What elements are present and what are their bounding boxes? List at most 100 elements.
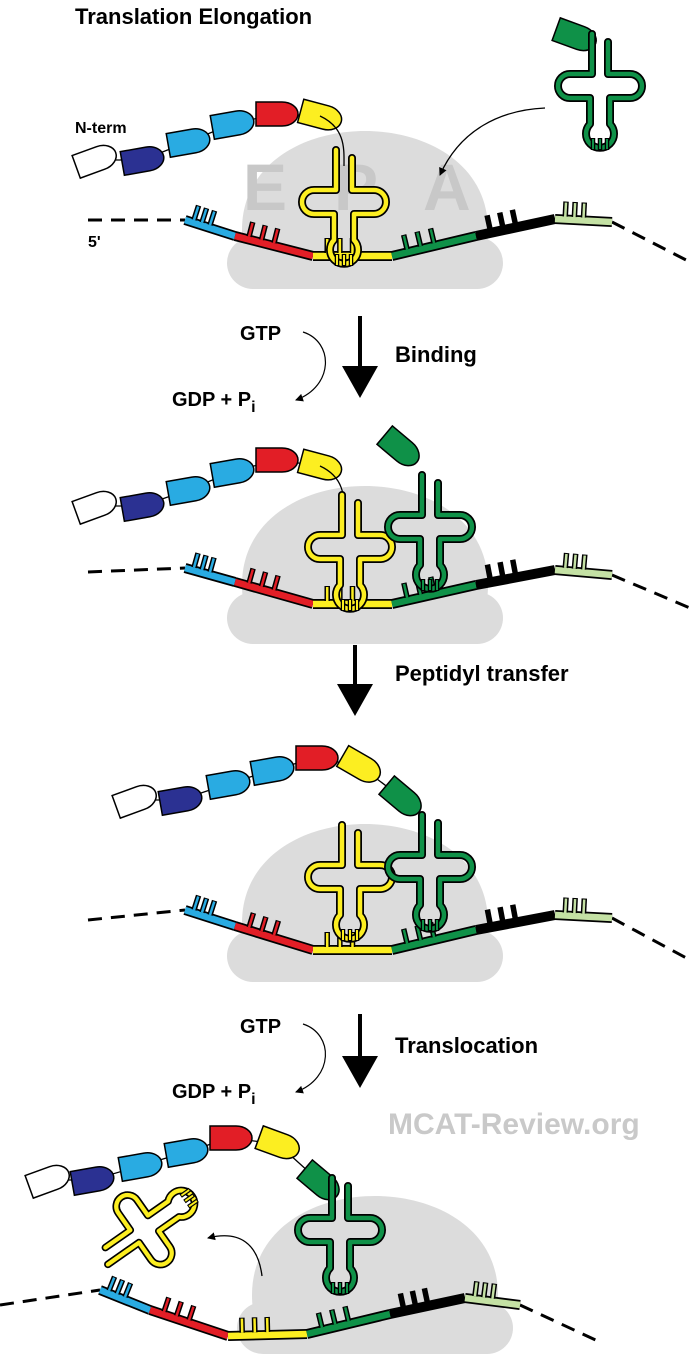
watermark: MCAT-Review.org [388, 1108, 640, 1141]
step-peptidyl-transfer: Peptidyl transfer [337, 645, 569, 716]
codon-lightgreen [554, 911, 613, 922]
codon-red [234, 232, 314, 260]
amino-acid-shape [71, 144, 117, 180]
amino-acid-shape [69, 1166, 115, 1197]
codon-green [306, 1310, 391, 1338]
codon-green [391, 232, 477, 260]
amino-acid-shape [295, 745, 339, 771]
amino-acid-green [375, 424, 420, 467]
nucleotide-base-fill [486, 215, 492, 231]
nucleotide-base-fill [247, 569, 255, 584]
ribosome-small-subunit [237, 1302, 513, 1354]
amino-acid-cyan [205, 770, 251, 801]
codon-green [391, 926, 477, 954]
ribosome-small-subunit [227, 592, 503, 644]
codon-cyan [98, 1286, 152, 1314]
amino-acid-shape [24, 1164, 70, 1200]
gtp-hydrolysis-arrow [295, 331, 326, 402]
peptide-link [319, 115, 345, 167]
nucleotide-base-fill [247, 913, 255, 928]
nucleotide-base-fill [402, 235, 409, 250]
nucleotide-base-fill [511, 905, 517, 920]
nucleotide-base-fill [564, 202, 568, 217]
gtp-label: GTP [240, 323, 281, 345]
step-label-peptidyl-transfer: Peptidyl transfer [395, 661, 569, 686]
nucleotide-base-fill [399, 1294, 405, 1309]
nucleotide-base-fill [499, 907, 505, 923]
ribosome-site-e-label: E [243, 150, 287, 224]
codon-green [391, 581, 477, 608]
amino-acid-shape [165, 128, 211, 159]
nucleotide-base-fill [344, 1307, 350, 1322]
amino-acid-shape [205, 770, 251, 801]
amino-acid-white [111, 784, 157, 820]
mrna-5-prime-tail [87, 908, 186, 922]
codon-red [148, 1306, 230, 1340]
nucleotide-base-fill [162, 1298, 170, 1313]
step-label-binding: Binding [395, 342, 477, 367]
trna-trna_green [294, 1174, 386, 1296]
amino-acid-shape [377, 774, 422, 817]
mrna-3-prime-tail [611, 916, 691, 962]
trna-outline [554, 30, 646, 152]
nucleotide-base-fill [260, 225, 267, 241]
amino-acid-shape [255, 101, 299, 127]
nucleotide-base-fill [247, 222, 254, 237]
nucleotide-base-fill [208, 211, 216, 226]
nucleotide-base-fill [402, 929, 409, 944]
amino-acid-cyan [117, 1152, 163, 1183]
nucleotide-base-fill [317, 1313, 324, 1328]
panel-after-peptidyl-transfer [87, 744, 691, 982]
codon-cyan [184, 216, 236, 240]
amino-acid-red [295, 745, 339, 771]
amino-acid-red [209, 1125, 253, 1151]
anticodon-base-fill [180, 1189, 190, 1197]
nucleotide-base-fill [200, 898, 208, 913]
nucleotide-base-fill [260, 917, 267, 932]
nucleotide-base-fill [511, 210, 517, 225]
nucleotide-base-fill [573, 898, 577, 914]
nucleotide-base-fill [482, 1283, 487, 1298]
amino-acid-shape [209, 110, 255, 141]
ribosome-large-subunit [241, 824, 489, 938]
incoming-trna-arrow [439, 107, 546, 176]
amino-acid-yellow [335, 744, 382, 783]
nucleotide-base-fill [486, 565, 492, 580]
amino-acid-cyan [165, 476, 211, 507]
anticodon-base-fill [188, 1200, 198, 1208]
amino-acid-green [377, 774, 422, 817]
amino-acid-shape [119, 146, 165, 177]
trna-body [555, 31, 645, 151]
mrna-3-prime-tail [519, 1303, 601, 1344]
step-arrow-head [342, 1056, 378, 1088]
nucleotide-base-fill [192, 553, 199, 568]
gdp-pi-label: GDP + Pi [172, 1081, 256, 1108]
step-arrow-head [337, 684, 373, 716]
amino-acid-shape [254, 1124, 300, 1160]
exit-trna-arrow [207, 1232, 263, 1277]
codon-lightgreen [464, 1294, 521, 1309]
nucleotide-base-fill [272, 229, 279, 244]
gdp-pi-label: GDP + Pi [172, 389, 256, 416]
amino-acid-shape [209, 458, 255, 489]
diagram-title: Translation Elongation [75, 4, 312, 29]
amino-acid-white [71, 490, 117, 526]
nucleotide-base-fill [107, 1277, 116, 1292]
codon-red [234, 578, 314, 608]
amino-acid-red [255, 101, 299, 127]
amino-acid-shape [163, 1138, 209, 1169]
amino-acid-white [71, 144, 117, 180]
nucleotide-base-fill [582, 203, 586, 218]
amino-acid-navy [119, 492, 165, 523]
codon-black [475, 911, 556, 934]
codon-lightgreen [554, 215, 613, 226]
trna-trna_green [554, 30, 646, 152]
amino-acid-navy [119, 146, 165, 177]
panel-after-binding [71, 424, 691, 644]
nucleotide-base-fill [416, 926, 422, 941]
amino-acid-cyan [165, 128, 211, 159]
nucleotide-base-fill [260, 572, 267, 587]
mrna-3-prime-tail [611, 220, 691, 264]
